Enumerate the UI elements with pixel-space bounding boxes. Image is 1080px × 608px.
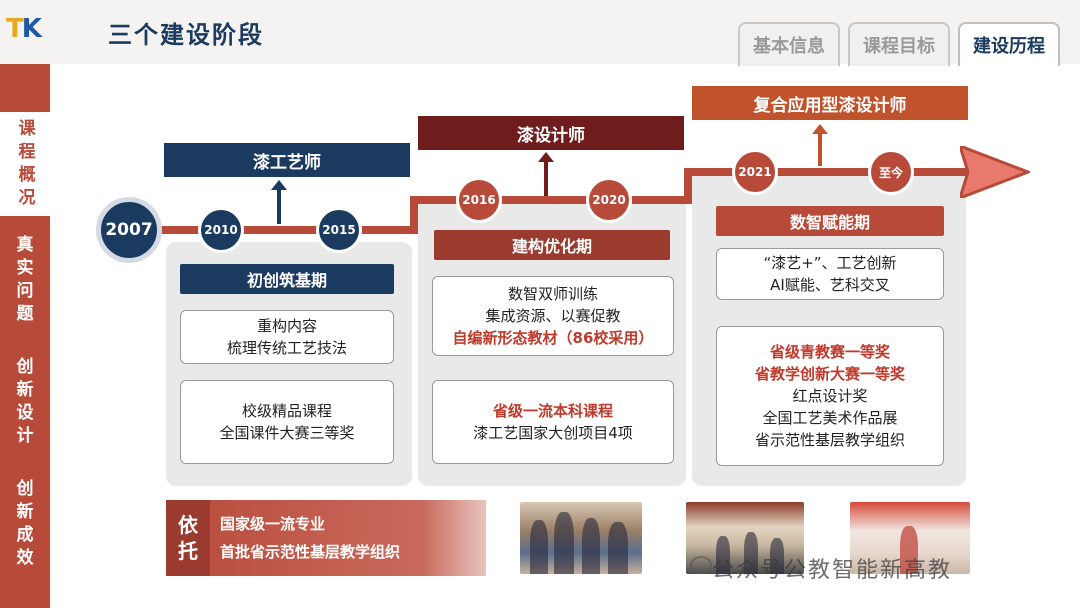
card-line: 重构内容 <box>257 315 317 337</box>
sidebar-char: 创 <box>17 478 34 501</box>
card-highlight: 自编新形态教材（86校采用） <box>453 327 654 349</box>
support-tag-char: 依 <box>178 512 198 538</box>
timeline-arrowhead-icon <box>960 146 1030 198</box>
card-highlight: 省级一流本科课程 <box>493 400 613 422</box>
year-node-2016: 2016 <box>456 177 502 223</box>
sidebar-char: 新 <box>17 379 34 402</box>
card-line: 梳理传统工艺技法 <box>227 337 347 359</box>
stage-2-card-1: 数智双师训练 集成资源、以赛促教 自编新形态教材（86校采用） <box>432 276 674 356</box>
sidebar-char: 程 <box>19 141 36 164</box>
wechat-icon <box>690 556 712 574</box>
stage-label-founding: 初创筑基期 <box>180 264 394 294</box>
sidebar-char: 况 <box>19 187 36 210</box>
sidebar-item-innovation-results[interactable]: 创 新 成 效 <box>0 478 50 570</box>
card-line: AI赋能、艺科交叉 <box>770 274 890 296</box>
sidebar: 课 程 概 况 真 实 问 题 创 新 设 计 创 新 成 效 <box>0 64 50 608</box>
year-node-2007: 2007 <box>96 197 162 263</box>
up-arrow-icon <box>818 132 822 166</box>
timeline-segment <box>130 226 410 234</box>
year-node-2021: 2021 <box>732 149 778 195</box>
year-node-2010: 2010 <box>198 207 244 253</box>
sidebar-item-real-problems[interactable]: 真 实 问 题 <box>0 234 50 326</box>
tab-construction-history[interactable]: 建设历程 <box>958 22 1060 66</box>
timeline-segment <box>410 196 690 204</box>
sidebar-char: 设 <box>17 402 34 425</box>
photo-students-workshop <box>520 502 642 574</box>
stage-label-optimization: 建构优化期 <box>434 230 670 260</box>
card-line: 集成资源、以赛促教 <box>485 305 620 327</box>
role-composite-designer: 复合应用型漆设计师 <box>692 86 968 120</box>
logo: TK <box>6 14 96 48</box>
role-lacquer-craftsman: 漆工艺师 <box>164 143 410 177</box>
sidebar-char: 计 <box>17 425 34 448</box>
sidebar-char: 创 <box>17 356 34 379</box>
sidebar-char: 题 <box>17 303 34 326</box>
support-line: 国家级一流专业 <box>220 510 400 538</box>
up-arrow-icon <box>544 160 548 196</box>
watermark: 公众号公教智能新高教 <box>712 552 952 584</box>
stage-label-digital-empowerment: 数智赋能期 <box>716 206 944 236</box>
card-line: 全国课件大赛三等奖 <box>219 422 354 444</box>
sidebar-char: 成 <box>17 524 34 547</box>
card-highlight: 省教学创新大赛一等奖 <box>755 363 905 385</box>
role-lacquer-designer: 漆设计师 <box>418 116 684 150</box>
card-line: 全国工艺美术作品展 <box>762 407 897 429</box>
stage-3-card-1: “漆艺+”、工艺创新 AI赋能、艺科交叉 <box>716 248 944 300</box>
timeline-segment <box>684 168 984 176</box>
sidebar-char: 实 <box>17 257 34 280</box>
support-tag: 依 托 <box>166 500 210 576</box>
year-node-2020: 2020 <box>586 177 632 223</box>
card-line: 数智双师训练 <box>508 283 598 305</box>
stage-1-card-1: 重构内容 梳理传统工艺技法 <box>180 310 394 364</box>
tab-basic-info[interactable]: 基本信息 <box>738 22 840 66</box>
stage-3-card-2: 省级青教赛一等奖 省教学创新大赛一等奖 红点设计奖 全国工艺美术作品展 省示范性… <box>716 326 944 466</box>
sidebar-char: 真 <box>17 234 34 257</box>
sidebar-item-course-overview[interactable]: 课 程 概 况 <box>0 112 54 216</box>
year-node-2015: 2015 <box>316 207 362 253</box>
support-tag-char: 托 <box>178 538 198 564</box>
tab-bar: 基本信息 课程目标 建设历程 <box>738 22 1060 66</box>
sidebar-item-innovative-design[interactable]: 创 新 设 计 <box>0 356 50 448</box>
year-node-present: 至今 <box>868 149 914 195</box>
stage-2-card-2: 省级一流本科课程 漆工艺国家大创项目4项 <box>432 380 674 464</box>
tab-course-goals[interactable]: 课程目标 <box>848 22 950 66</box>
support-banner: 依 托 国家级一流专业 首批省示范性基层教学组织 <box>166 500 486 576</box>
support-text: 国家级一流专业 首批省示范性基层教学组织 <box>220 510 400 566</box>
card-line: 省示范性基层教学组织 <box>755 429 905 451</box>
logo-mark: TK <box>6 14 40 44</box>
up-arrow-icon <box>277 188 281 224</box>
support-line: 首批省示范性基层教学组织 <box>220 538 400 566</box>
card-line: 漆工艺国家大创项目4项 <box>473 422 633 444</box>
sidebar-char: 问 <box>17 280 34 303</box>
card-line: “漆艺+”、工艺创新 <box>763 252 896 274</box>
sidebar-char: 新 <box>17 501 34 524</box>
sidebar-char: 效 <box>17 547 34 570</box>
sidebar-char: 概 <box>19 164 36 187</box>
card-line: 红点设计奖 <box>792 385 867 407</box>
stage-1-card-2: 校级精品课程 全国课件大赛三等奖 <box>180 380 394 464</box>
card-line: 校级精品课程 <box>242 400 332 422</box>
sidebar-char: 课 <box>19 118 36 141</box>
header-bar: TK 三个建设阶段 基本信息 课程目标 建设历程 <box>0 0 1080 64</box>
card-highlight: 省级青教赛一等奖 <box>770 341 890 363</box>
page-title: 三个建设阶段 <box>108 15 264 50</box>
